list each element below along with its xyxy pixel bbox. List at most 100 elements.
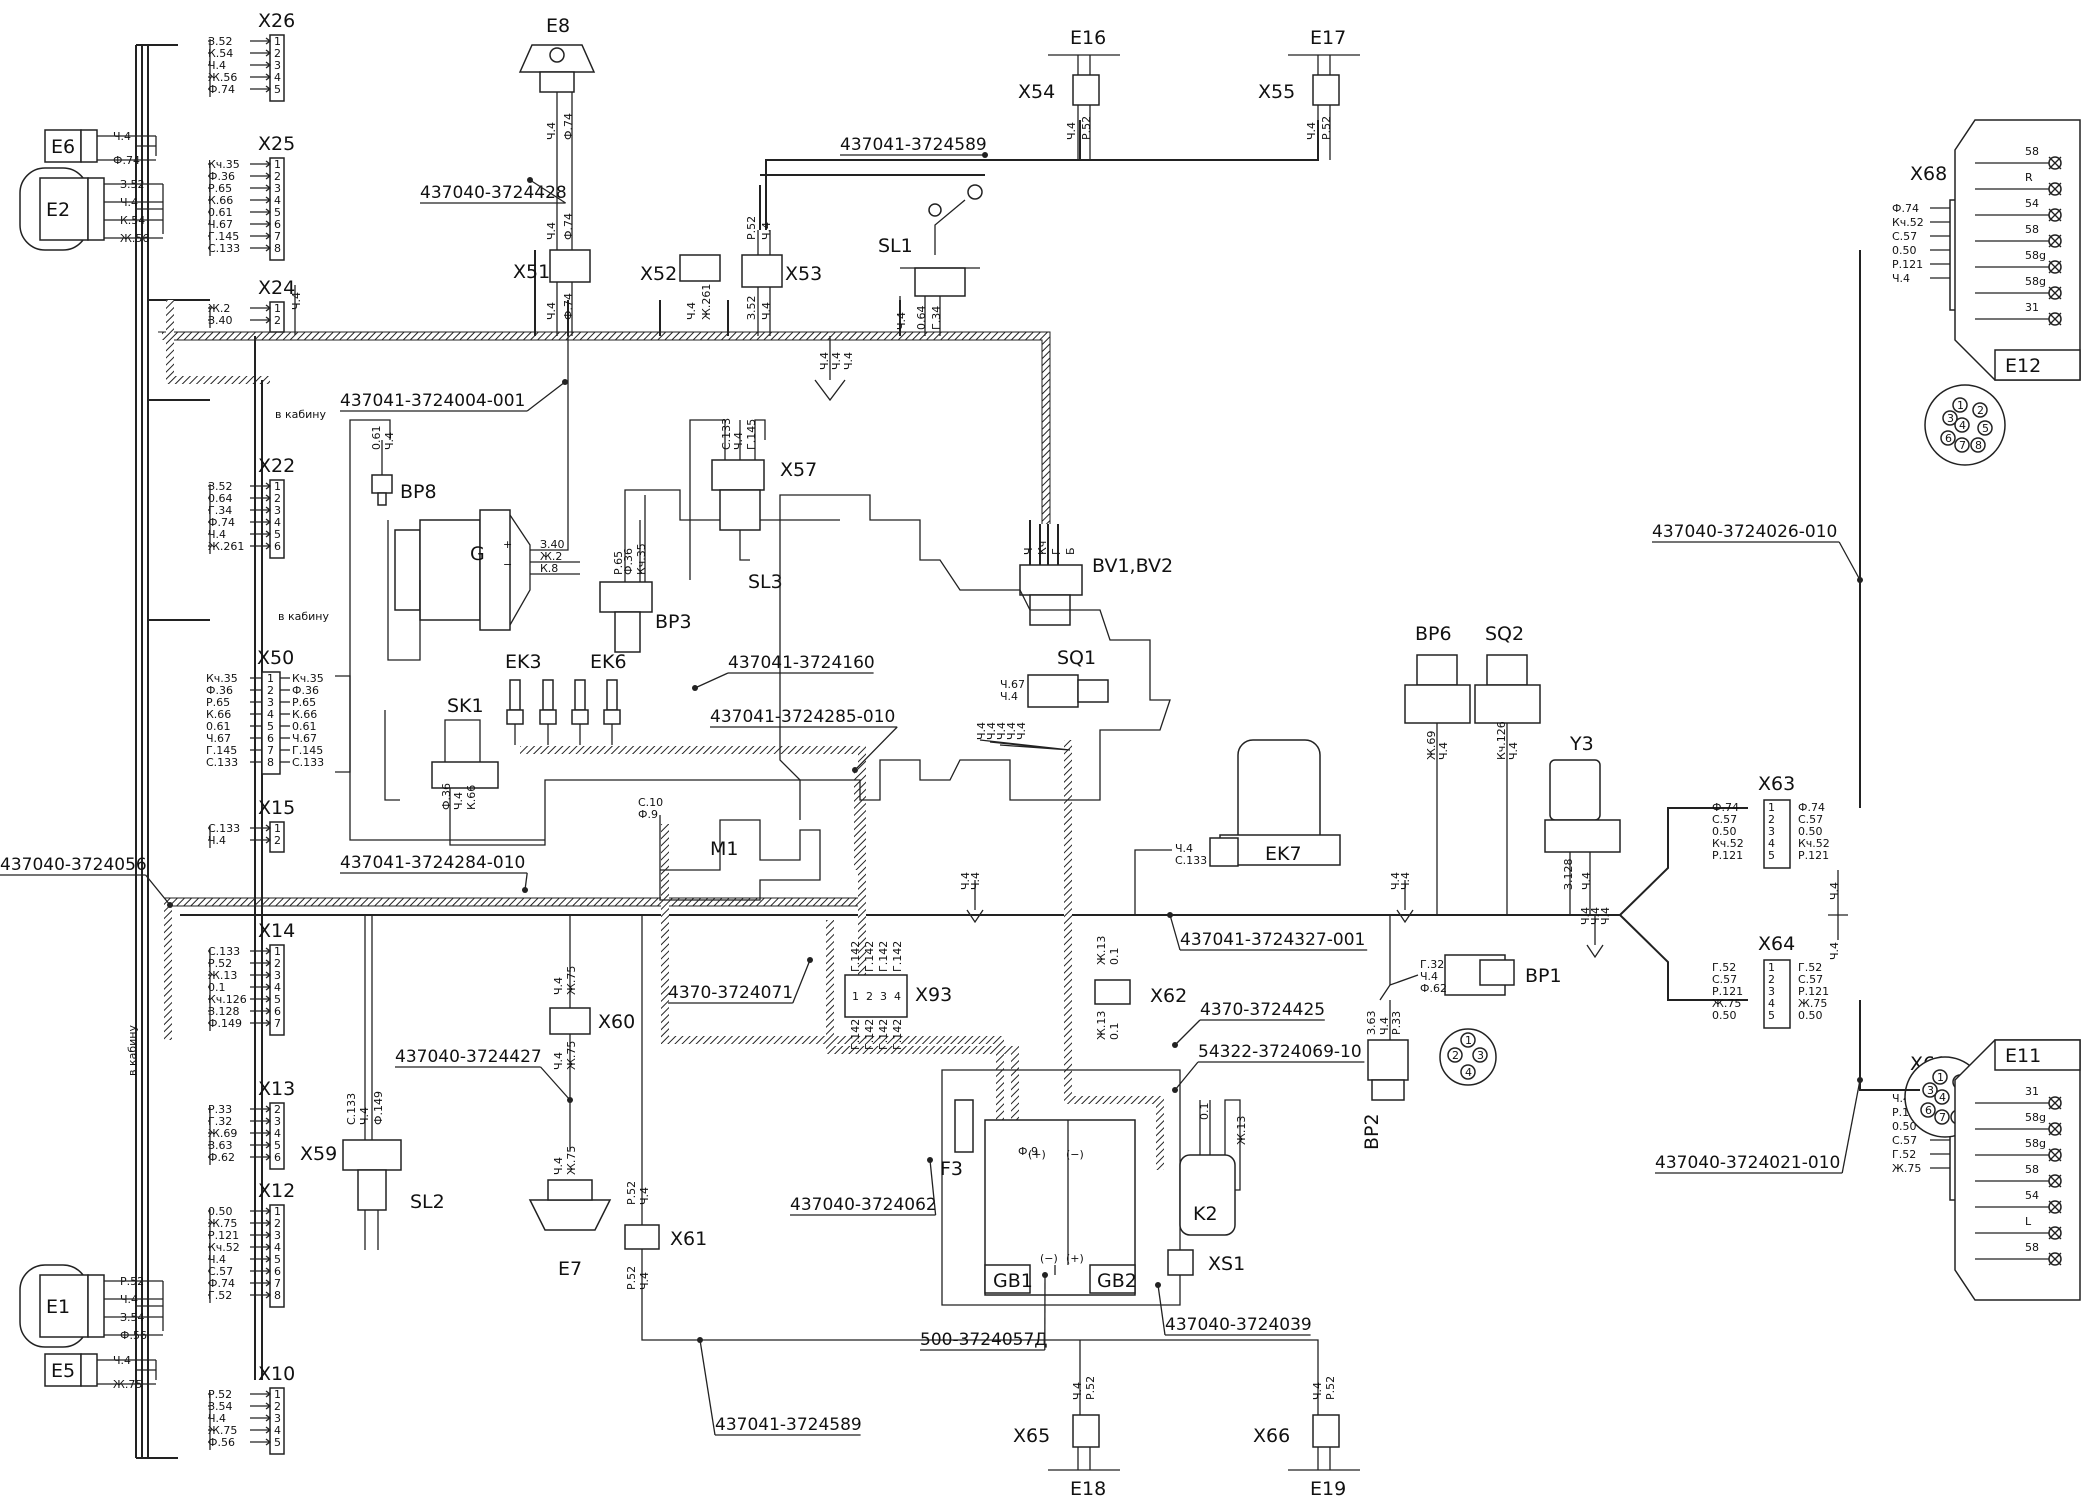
svg-text:Г.142: Г.142 [877,941,890,972]
svg-text:SL1: SL1 [878,235,913,257]
pin-wire-label: Р.33 [208,1103,232,1116]
pin-wire-label: З.52 [208,480,233,493]
svg-text:1: 1 [1465,1034,1472,1047]
svg-text:BP2: BP2 [1361,1113,1383,1150]
wire-label: Ч.4 [1389,872,1402,890]
svg-text:Ф.36: Ф.36 [206,684,233,697]
pin-number: 4 [274,1424,281,1437]
pin-number: 2 [274,957,281,970]
lamp-e1: E1Р.52Ч.4З.54Ф.56 [19,1264,164,1348]
svg-text:1: 1 [1937,1071,1944,1084]
svg-text:58g: 58g [2025,1111,2046,1124]
svg-text:BP3: BP3 [655,611,692,633]
wire-label: Кч [1036,541,1049,555]
wire-label: Ч.4 [685,302,698,320]
wire-label: С.10 [638,796,663,809]
harness-label: 437041-3724004-001 [340,379,568,412]
svg-text:X55: X55 [1258,81,1295,103]
wire-label: Ф.9 [1018,1145,1038,1158]
note-cab-1: в кабину [275,408,326,421]
pin-wire-label: 0.64 [208,492,233,505]
svg-text:54: 54 [2025,1189,2039,1202]
pin-wire-label: Г.34 [208,504,232,517]
wire-label: Ч.4 [732,432,745,450]
pin-wire-label: Р.65 [208,182,232,195]
sensor-bp3: BP3 [599,489,840,653]
svg-text:SK1: SK1 [447,695,484,717]
generator-g: G+− [387,336,580,661]
wire-label: Г.145 [745,419,758,450]
connector-x51: X51 [513,261,550,283]
pin-number: 6 [274,540,281,553]
svg-text:X61: X61 [670,1228,707,1250]
wire-label: Ф.9 [638,808,658,821]
svg-text:58g: 58g [2025,249,2046,262]
sensor-sl1: SL1 [878,184,983,336]
svg-text:4: 4 [894,990,901,1003]
svg-text:EK6: EK6 [590,651,627,673]
svg-text:Р.65: Р.65 [206,696,230,709]
svg-text:K2: K2 [1193,1203,1218,1225]
pin-wire-label: Г.32 [208,1115,232,1128]
svg-text:0.50: 0.50 [1712,1009,1737,1022]
connector-label: X14 [258,920,295,942]
pin-wire-label: Ж.69 [208,1127,237,1140]
svg-text:6: 6 [1945,432,1952,445]
pin-number: 3 [274,1412,281,1425]
svg-text:Р.121: Р.121 [1798,985,1829,998]
sensor-bp1: BP1 [1389,915,1562,996]
sensor-sq1: SQ1 [979,647,1109,751]
harness-labels: 437040-3724428437041-3724589437041-37240… [0,135,1863,1436]
harness-label: 437041-3724284-010 [340,853,528,893]
wire-label: Ч.4 [985,722,998,740]
pin-wire-label: Ж.56 [208,71,237,84]
pin-wire-label: Ф.149 [208,1017,242,1030]
svg-text:С.57: С.57 [1712,813,1737,826]
svg-text:437041-3724327-001: 437041-3724327-001 [1180,930,1365,950]
valve-y3: Y3 [1544,733,1621,915]
svg-text:Г.52: Г.52 [1712,961,1736,974]
wire-label: Ч.4 [545,122,558,140]
svg-text:+: + [503,538,512,551]
wire-label: Ч.4 [1311,1382,1324,1400]
svg-text:Г.52: Г.52 [1798,961,1822,974]
svg-text:Г.142: Г.142 [849,941,862,972]
svg-text:С.133: С.133 [292,756,324,769]
connector-label: X26 [258,10,295,32]
svg-text:Г.142: Г.142 [877,1019,890,1050]
pin-wire-label: Г.52 [208,1289,232,1302]
pin-number: 5 [274,1253,281,1266]
harness-label: 437041-3724285-010 [710,707,898,773]
harness-label: 437040-3724056 [0,855,173,908]
svg-text:8: 8 [267,756,274,769]
wire-label: Ч.4 [1175,842,1193,855]
svg-text:Г.145: Г.145 [292,744,323,757]
svg-text:С.57: С.57 [1892,230,1917,243]
pin-number: 2 [274,170,281,183]
wire-label: Р.33 [1390,1011,1403,1035]
harness-label: 437040-3724428 [420,177,567,204]
svg-text:L: L [2025,1215,2032,1228]
wire-label: Р.52 [745,216,758,240]
pin-wire-label: З.40 [208,314,233,327]
svg-text:X59: X59 [300,1143,337,1165]
svg-text:E17: E17 [1310,27,1346,49]
wire-label: Ч.4 [1437,742,1450,760]
wire-label: З.40 [540,538,565,551]
pin-number: 7 [274,1277,281,1290]
pin-wire-label: Ф.74 [208,83,235,96]
svg-text:С.57: С.57 [1892,1134,1917,1147]
svg-text:BP6: BP6 [1415,623,1452,645]
connector-x61: X61 [624,915,1319,1415]
wire-label: Г.34 [930,306,943,330]
svg-text:GB2: GB2 [1097,1270,1137,1292]
wire-label: С.133 [345,1093,358,1125]
svg-text:58: 58 [2025,1163,2039,1176]
